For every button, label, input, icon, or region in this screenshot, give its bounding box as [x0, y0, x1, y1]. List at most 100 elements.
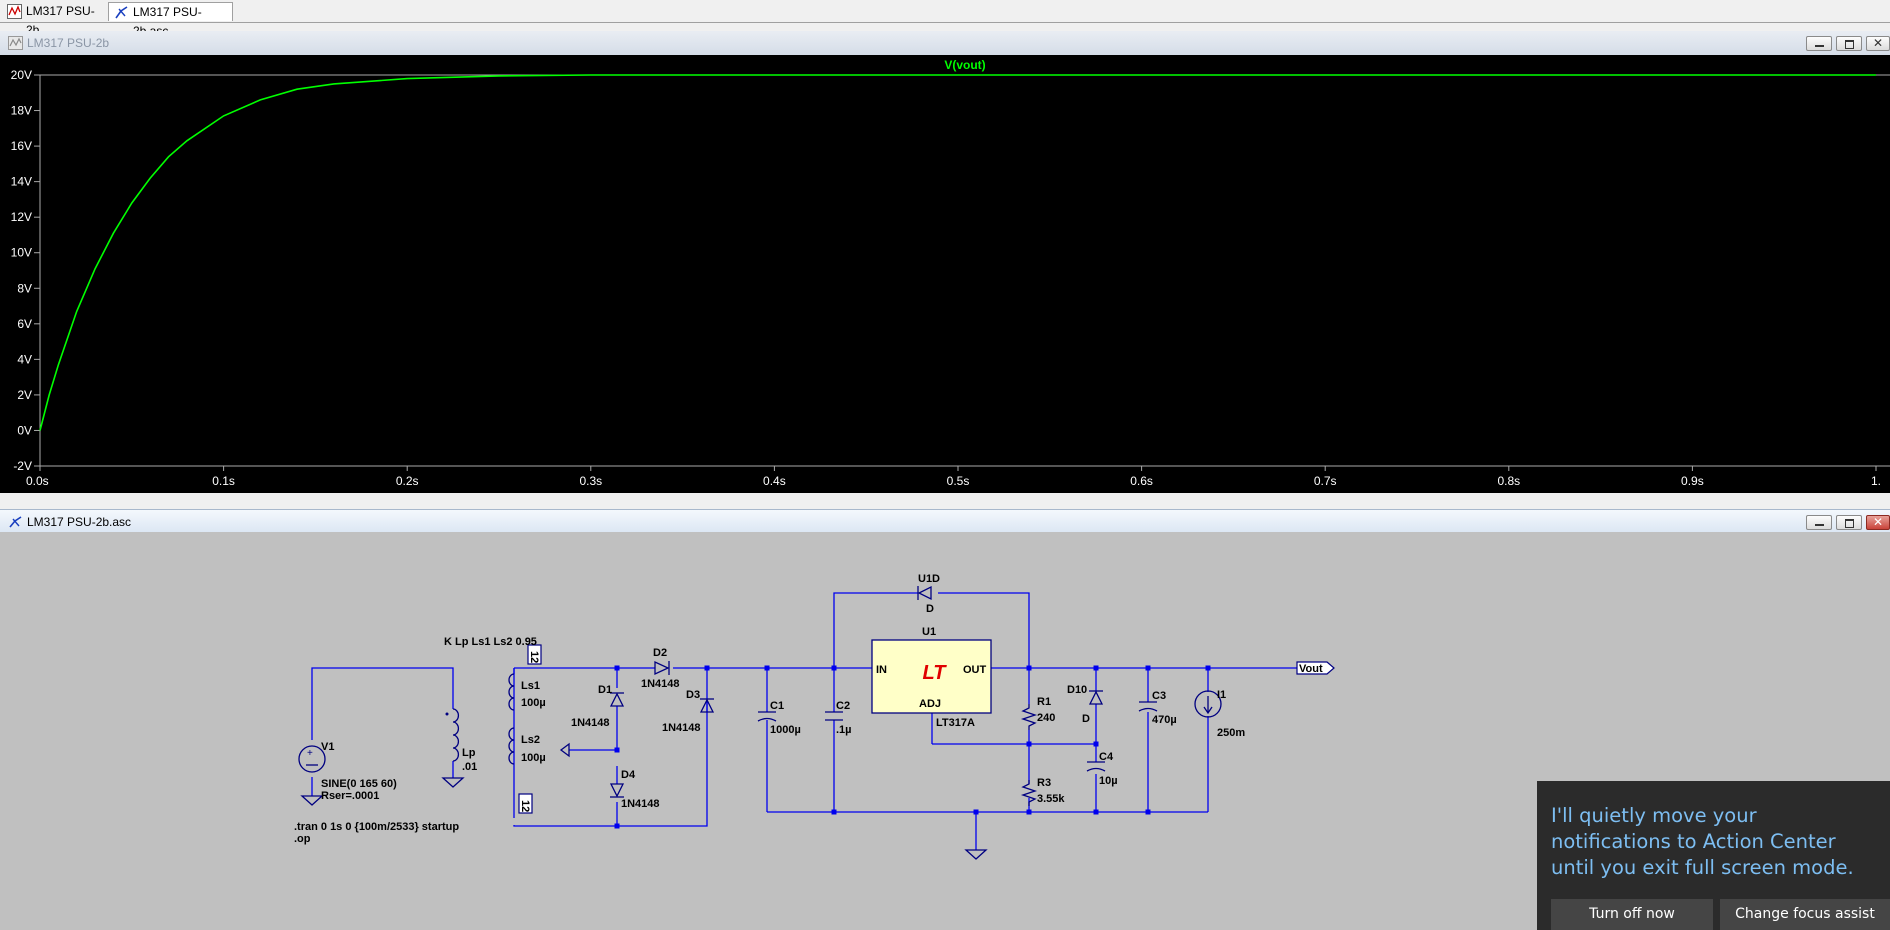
vout-trace-line[interactable]: [39, 74, 1876, 431]
c3-value[interactable]: 470µ: [1152, 714, 1177, 726]
schematic-window-title: LM317 PSU-2b.asc: [27, 515, 132, 529]
d4-diode-symbol[interactable]: [609, 783, 625, 798]
d2-model[interactable]: 1N4148: [641, 678, 680, 690]
d10-diode-symbol[interactable]: [1088, 690, 1104, 705]
plot-window-titlebar: LM317 PSU-2b ✕: [0, 31, 1890, 55]
schematic-icon: [9, 516, 22, 528]
ls1-value[interactable]: 100µ: [521, 697, 546, 709]
schematic-window-titlebar: LM317 PSU-2b.asc ✕: [0, 509, 1890, 533]
c2-label: C2: [836, 700, 850, 712]
r3-value[interactable]: 3.55k: [1037, 793, 1065, 805]
waveform-icon: [8, 36, 23, 50]
d4-label: D4: [621, 769, 636, 781]
r1-value[interactable]: 240: [1037, 712, 1055, 724]
close-icon: ✕: [1873, 515, 1884, 529]
i1-current-source-symbol[interactable]: [1194, 690, 1222, 718]
schematic-restore-button[interactable]: [1836, 515, 1862, 530]
u1d-model[interactable]: D: [926, 603, 934, 615]
plot-restore-button[interactable]: [1836, 36, 1862, 51]
schematic-close-button[interactable]: ✕: [1866, 515, 1890, 530]
lp-inductor-symbol[interactable]: [445, 708, 460, 762]
minimize-icon: [1815, 45, 1824, 47]
plot-minimize-button[interactable]: [1806, 36, 1832, 51]
x-tick-label: 1.: [1871, 474, 1881, 488]
i1-label: I1: [1217, 689, 1226, 701]
v1-source-symbol[interactable]: +: [298, 745, 326, 773]
c1-value[interactable]: 1000µ: [770, 724, 801, 736]
notification-message: I'll quietly move your notifications to …: [1551, 804, 1854, 879]
waveform-chart[interactable]: V(vout) 20V18V16V14V12V10V8V6V4V2V0V-2V …: [0, 55, 1890, 493]
schematic-minimize-button[interactable]: [1806, 515, 1832, 530]
net-flag-box[interactable]: [518, 793, 533, 814]
turn-off-now-button[interactable]: Turn off now: [1551, 899, 1713, 930]
u1d-label: U1D: [918, 573, 940, 585]
x-tick-label: 0.5s: [947, 474, 970, 488]
d3-diode-symbol[interactable]: [699, 698, 715, 713]
k-coupling-label[interactable]: K Lp Ls1 Ls2 0.95: [444, 636, 537, 648]
ls2-inductor-symbol[interactable]: [508, 727, 515, 765]
c2-value[interactable]: .1µ: [836, 724, 852, 736]
y-tick-label: 4V: [17, 352, 32, 366]
y-tick-label: 14V: [11, 175, 32, 189]
ground-symbols: [300, 742, 988, 860]
y-tick-label: 20V: [11, 68, 32, 82]
plot-axes: [39, 74, 1890, 467]
u1d-diode-symbol[interactable]: [917, 585, 932, 601]
lp-value[interactable]: .01: [462, 761, 477, 773]
u1-regulator-symbol[interactable]: LT: [871, 639, 992, 714]
ls2-value[interactable]: 100µ: [521, 752, 546, 764]
vout-net-flag[interactable]: [1296, 661, 1335, 675]
op-directive[interactable]: .op: [294, 833, 311, 845]
schematic-drawing[interactable]: .w { stroke:#0000ee; stroke-width:1.3; f…: [0, 532, 1890, 930]
y-tick-label: 10V: [11, 246, 32, 260]
u1-adj-pin: ADJ: [919, 698, 941, 710]
u1-model[interactable]: LT317A: [936, 717, 975, 729]
x-tick-label: 0.3s: [579, 474, 602, 488]
d2-diode-symbol[interactable]: [654, 660, 670, 676]
c3-label: C3: [1152, 690, 1166, 702]
v1-rser[interactable]: Rser=.0001: [321, 790, 379, 802]
x-tick-label: 0.7s: [1314, 474, 1337, 488]
tran-directive[interactable]: .tran 0 1s 0 {100m/2533} startup: [294, 821, 459, 833]
wires: [311, 592, 1334, 850]
lt-logo-icon: LT: [923, 662, 948, 684]
c4-capacitor-symbol[interactable]: [1086, 761, 1106, 772]
d4-model[interactable]: 1N4148: [621, 798, 660, 810]
d3-model[interactable]: 1N4148: [662, 722, 701, 734]
c3-capacitor-symbol[interactable]: [1138, 701, 1158, 712]
r1-resistor-symbol[interactable]: [1020, 704, 1038, 730]
lp-label: Lp: [462, 747, 476, 759]
tab-waveform[interactable]: LM317 PSU-2b: [2, 2, 106, 37]
net-flag-box[interactable]: [527, 644, 542, 665]
d10-model[interactable]: D: [1082, 713, 1090, 725]
document-tab-bar: LM317 PSU-2b LM317 PSU-2b.asc: [0, 0, 1890, 38]
minimize-icon: [1815, 524, 1824, 526]
d1-label: D1: [598, 684, 612, 696]
v1-label: V1: [321, 741, 334, 753]
ls1-label: Ls1: [521, 680, 540, 692]
c1-capacitor-symbol[interactable]: [757, 711, 777, 722]
c4-value[interactable]: 10µ: [1099, 775, 1118, 787]
i1-value[interactable]: 250m: [1217, 727, 1245, 739]
y-tick-label: 16V: [11, 139, 32, 153]
v1-value[interactable]: SINE(0 165 60): [321, 778, 397, 790]
d1-diode-symbol[interactable]: [609, 692, 625, 707]
x-tick-label: 0.4s: [763, 474, 786, 488]
c2-capacitor-symbol[interactable]: [825, 711, 843, 721]
c4-label: C4: [1099, 751, 1114, 763]
change-focus-assist-button[interactable]: Change focus assist: [1720, 899, 1890, 930]
d2-label: D2: [653, 647, 667, 659]
tab-schematic[interactable]: LM317 PSU-2b.asc: [108, 2, 233, 38]
y-tick-label: -2V: [13, 459, 32, 473]
r3-resistor-symbol[interactable]: [1020, 780, 1038, 806]
trace-label[interactable]: V(vout): [944, 58, 985, 72]
plot-close-button[interactable]: ✕: [1866, 36, 1890, 51]
plot-window-title: LM317 PSU-2b: [27, 36, 110, 50]
d1-model[interactable]: 1N4148: [571, 717, 610, 729]
junctions: [614, 665, 1211, 829]
x-tick-label: 0.8s: [1497, 474, 1520, 488]
focus-assist-notification: I'll quietly move your notifications to …: [1537, 781, 1890, 930]
ls1-inductor-symbol[interactable]: [508, 668, 515, 711]
